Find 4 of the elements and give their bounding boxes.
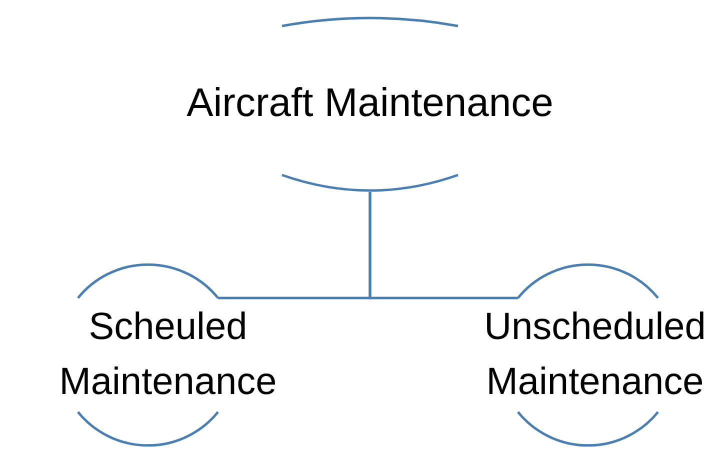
node-label: Unscheduled Maintenance <box>483 305 707 405</box>
node-label: Scheuled Maintenance <box>58 305 278 405</box>
connector-line <box>368 192 518 300</box>
node-label: Aircraft Maintenance <box>186 80 554 127</box>
